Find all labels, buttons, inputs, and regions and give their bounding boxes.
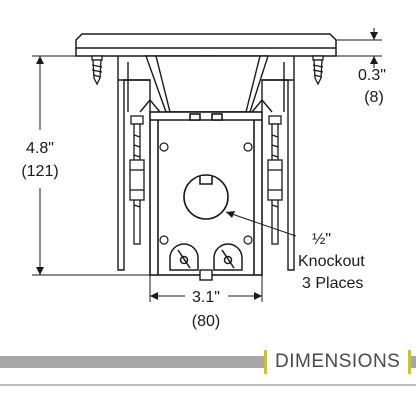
dimensions-banner: DIMENSIONS <box>0 350 416 374</box>
bottom-tab <box>199 269 213 281</box>
lower-knockouts <box>169 243 243 271</box>
top-flange <box>75 33 337 57</box>
box-rivets <box>159 142 253 245</box>
knockout-size-label: ½" <box>312 231 331 248</box>
dimension-arrows <box>36 32 378 300</box>
width-mm-label: (80) <box>192 313 220 330</box>
knockout-circle <box>183 174 229 220</box>
electrical-box <box>149 111 263 276</box>
banner-underline <box>0 384 416 386</box>
adjustment-screws <box>129 115 283 245</box>
height-inch-label: 4.8" <box>26 140 54 157</box>
flange-mm-label: (8) <box>364 89 384 106</box>
height-mm-label: (121) <box>21 163 58 180</box>
flange-inch-label: 0.3" <box>358 67 386 84</box>
banner-label: DIMENSIONS <box>264 350 412 374</box>
width-inch-label: 3.1" <box>192 289 220 306</box>
knockout-label: Knockout <box>298 253 365 270</box>
knockout-places-label: 3 Places <box>302 275 363 292</box>
side-brackets <box>117 56 295 271</box>
funnel-body <box>145 55 269 119</box>
